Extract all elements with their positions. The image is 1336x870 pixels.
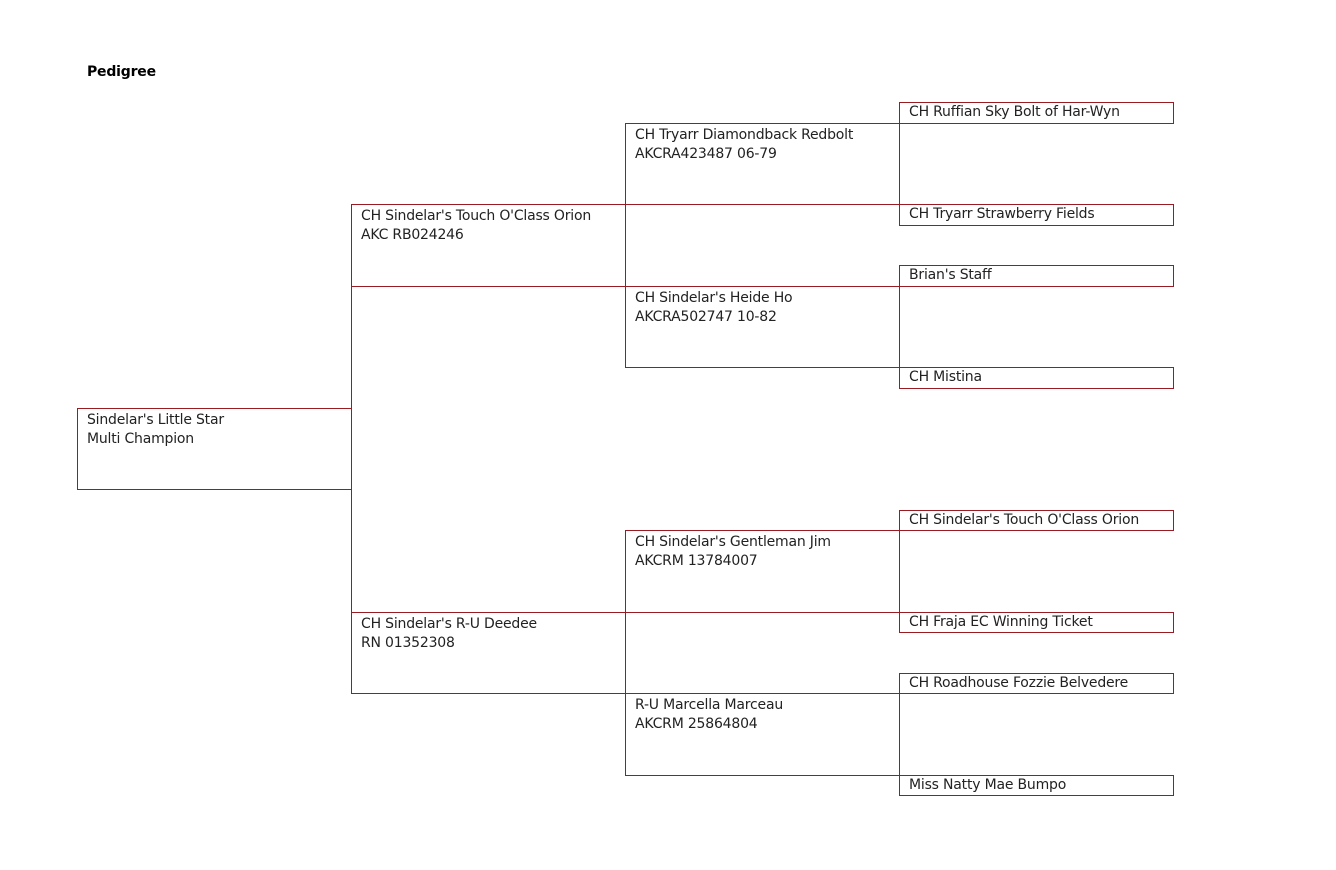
pedigree-great-grandparent-6: CH Fraja EC Winning Ticket bbox=[899, 612, 1174, 633]
connector-sire-grandparents bbox=[625, 204, 626, 287]
dog-detail: Multi Champion bbox=[87, 431, 194, 447]
dam-sire-detail: AKCRM 13784007 bbox=[635, 553, 758, 569]
connector-sire-dam-ancestors bbox=[899, 286, 900, 368]
page-title: Pedigree bbox=[87, 64, 156, 80]
great-grandparent-name: Miss Natty Mae Bumpo bbox=[909, 777, 1067, 793]
pedigree-great-grandparent-5: CH Sindelar's Touch O'Class Orion bbox=[899, 510, 1174, 531]
great-grandparent-name: CH Roadhouse Fozzie Belvedere bbox=[909, 675, 1129, 691]
pedigree-dog-box: Sindelar's Little Star Multi Champion bbox=[77, 408, 352, 490]
sire-detail: AKC RB024246 bbox=[361, 227, 464, 243]
connector-dam-dam-ancestors bbox=[899, 693, 900, 776]
pedigree-dam-box: CH Sindelar's R-U Deedee RN 01352308 bbox=[351, 612, 626, 694]
pedigree-great-grandparent-7: CH Roadhouse Fozzie Belvedere bbox=[899, 673, 1174, 694]
pedigree-dam-sire-box: CH Sindelar's Gentleman Jim AKCRM 137840… bbox=[625, 530, 900, 613]
great-grandparent-name: CH Ruffian Sky Bolt of Har-Wyn bbox=[909, 104, 1120, 120]
dam-detail: RN 01352308 bbox=[361, 635, 455, 651]
great-grandparent-name: CH Sindelar's Touch O'Class Orion bbox=[909, 512, 1140, 528]
dam-dam-name: R-U Marcella Marceau bbox=[635, 697, 784, 713]
sire-sire-detail: AKCRA423487 06-79 bbox=[635, 146, 777, 162]
connector-dam-sire-ancestors bbox=[899, 530, 900, 613]
sire-dam-detail: AKCRA502747 10-82 bbox=[635, 309, 777, 325]
great-grandparent-name: CH Fraja EC Winning Ticket bbox=[909, 614, 1093, 630]
pedigree-sire-box: CH Sindelar's Touch O'Class Orion AKC RB… bbox=[351, 204, 626, 287]
pedigree-great-grandparent-1: CH Ruffian Sky Bolt of Har-Wyn bbox=[899, 102, 1174, 124]
connector-sire-sire-ancestors bbox=[899, 123, 900, 205]
great-grandparent-name: Brian's Staff bbox=[909, 267, 992, 283]
great-grandparent-name: CH Tryarr Strawberry Fields bbox=[909, 206, 1095, 222]
pedigree-great-grandparent-8: Miss Natty Mae Bumpo bbox=[899, 775, 1174, 796]
sire-name: CH Sindelar's Touch O'Class Orion bbox=[361, 208, 592, 224]
great-grandparent-name: CH Mistina bbox=[909, 369, 982, 385]
sire-dam-name: CH Sindelar's Heide Ho bbox=[635, 290, 793, 306]
pedigree-great-grandparent-3: Brian's Staff bbox=[899, 265, 1174, 287]
sire-sire-name: CH Tryarr Diamondback Redbolt bbox=[635, 127, 854, 143]
pedigree-sire-dam-box: CH Sindelar's Heide Ho AKCRA502747 10-82 bbox=[625, 286, 900, 368]
dam-sire-name: CH Sindelar's Gentleman Jim bbox=[635, 534, 831, 550]
pedigree-dam-dam-box: R-U Marcella Marceau AKCRM 25864804 bbox=[625, 693, 900, 776]
dam-name: CH Sindelar's R-U Deedee bbox=[361, 616, 537, 632]
pedigree-great-grandparent-2: CH Tryarr Strawberry Fields bbox=[899, 204, 1174, 226]
dam-dam-detail: AKCRM 25864804 bbox=[635, 716, 758, 732]
pedigree-sire-sire-box: CH Tryarr Diamondback Redbolt AKCRA42348… bbox=[625, 123, 900, 205]
dog-name: Sindelar's Little Star bbox=[87, 412, 224, 428]
connector-dam-grandparents bbox=[625, 612, 626, 694]
pedigree-great-grandparent-4: CH Mistina bbox=[899, 367, 1174, 389]
connector-dog-parents bbox=[351, 287, 352, 613]
